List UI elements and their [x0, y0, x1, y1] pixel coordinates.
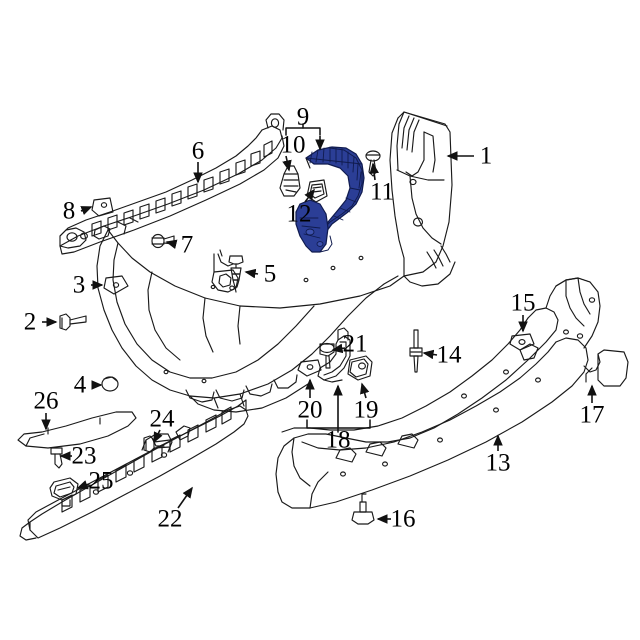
part-9-highlighted-bracket — [295, 146, 365, 253]
part-6-upper-retainer-rail — [59, 113, 285, 255]
callout-label-9[interactable]: 9 — [296, 103, 310, 131]
part-13-lower-valance — [275, 277, 601, 509]
callout-label-19[interactable]: 19 — [353, 396, 379, 424]
callout-label-7[interactable]: 7 — [180, 231, 194, 259]
part-16-push-pin-clip — [351, 493, 375, 525]
callout-label-14[interactable]: 14 — [436, 341, 462, 369]
part-2-bolt — [59, 313, 87, 331]
callout-label-26[interactable]: 26 — [33, 387, 59, 415]
part-11-screw — [365, 150, 381, 177]
callout-label-24[interactable]: 24 — [149, 405, 175, 433]
callout-label-23[interactable]: 23 — [71, 442, 97, 470]
callout-label-10[interactable]: 10 — [280, 131, 306, 159]
callout-label-20[interactable]: 20 — [297, 396, 323, 424]
part-14-long-pin — [409, 329, 423, 373]
part-17-end-cap-bracket — [583, 349, 629, 387]
part-22-lower-retainer-rail — [19, 399, 249, 541]
callout-label-18[interactable]: 18 — [325, 426, 351, 454]
callout-label-21[interactable]: 21 — [342, 330, 368, 358]
callout-label-11[interactable]: 11 — [369, 178, 395, 206]
callout-bracket-9 — [285, 123, 321, 136]
callout-label-17[interactable]: 17 — [579, 401, 605, 429]
part-5-push-pin-clip — [228, 255, 244, 293]
callout-label-4[interactable]: 4 — [73, 371, 87, 399]
callout-label-8[interactable]: 8 — [62, 197, 76, 225]
callout-label-6[interactable]: 6 — [191, 137, 205, 165]
part-10-retainer-clip — [279, 165, 301, 197]
part-1-bumper-cover — [96, 111, 456, 413]
leader-arrows — [41, 136, 597, 524]
callout-label-3[interactable]: 3 — [72, 271, 86, 299]
callout-label-12[interactable]: 12 — [286, 200, 312, 228]
part-7-screw — [151, 233, 175, 249]
callout-label-15[interactable]: 15 — [510, 289, 536, 317]
callout-label-1[interactable]: 1 — [479, 142, 493, 170]
part-19-retainer-bracket — [347, 355, 373, 381]
part-20-clip-nut-plate — [297, 359, 322, 377]
callout-label-22[interactable]: 22 — [157, 505, 183, 533]
callout-label-2[interactable]: 2 — [23, 308, 37, 336]
part-3-retainer-plate — [103, 275, 129, 295]
part-8-clip-nut — [91, 197, 114, 217]
callout-label-13[interactable]: 13 — [485, 449, 511, 477]
part-4-cap-plug — [101, 376, 119, 392]
part-12-nut-clip — [306, 179, 328, 203]
part-25-clip-bracket — [49, 477, 79, 507]
callout-label-5[interactable]: 5 — [263, 260, 277, 288]
callout-label-25[interactable]: 25 — [88, 467, 114, 495]
part-23-screw — [50, 447, 63, 469]
callout-label-16[interactable]: 16 — [390, 505, 416, 533]
part-15-clip-nut-plate — [509, 333, 535, 351]
part-18-bracket-assembly — [317, 327, 351, 383]
